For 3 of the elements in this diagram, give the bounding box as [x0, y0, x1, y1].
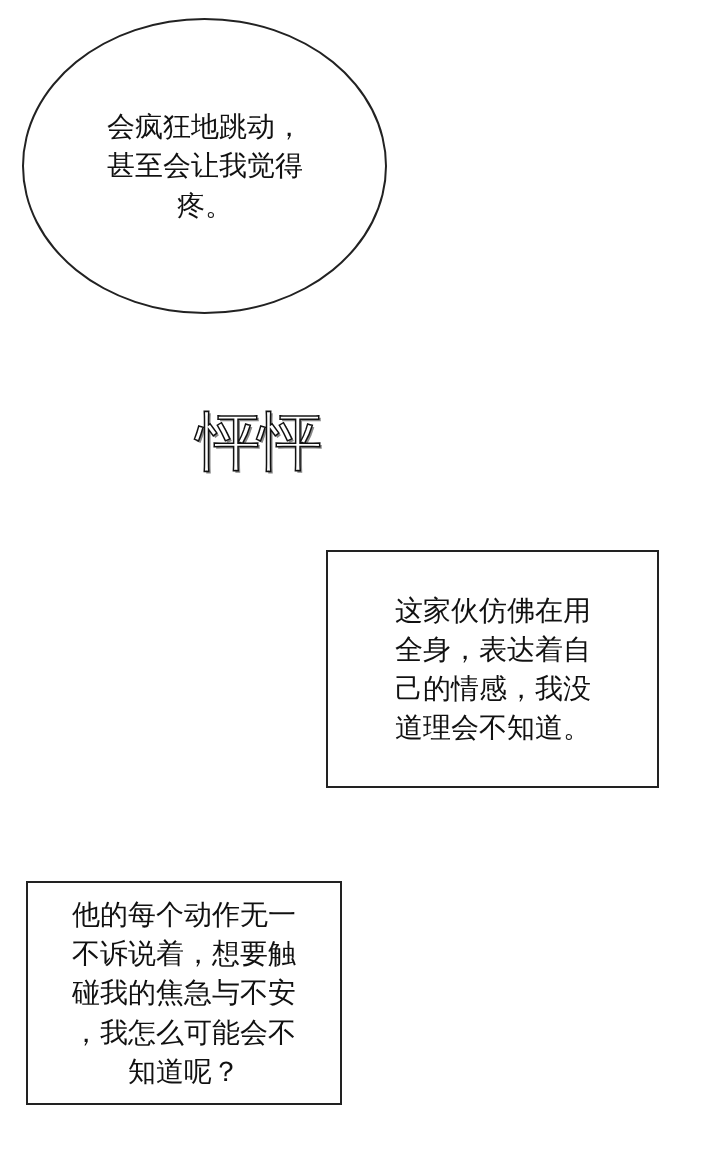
narration-box: 他的每个动作无一不诉说着，想要触碰我的焦急与不安，我怎么可能会不知道呢？ [26, 881, 342, 1105]
speech-bubble: 会疯狂地跳动，甚至会让我觉得疼。 [22, 18, 387, 314]
narration-box: 这家伙仿佛在用全身，表达着自己的情感，我没道理会不知道。 [326, 550, 659, 788]
